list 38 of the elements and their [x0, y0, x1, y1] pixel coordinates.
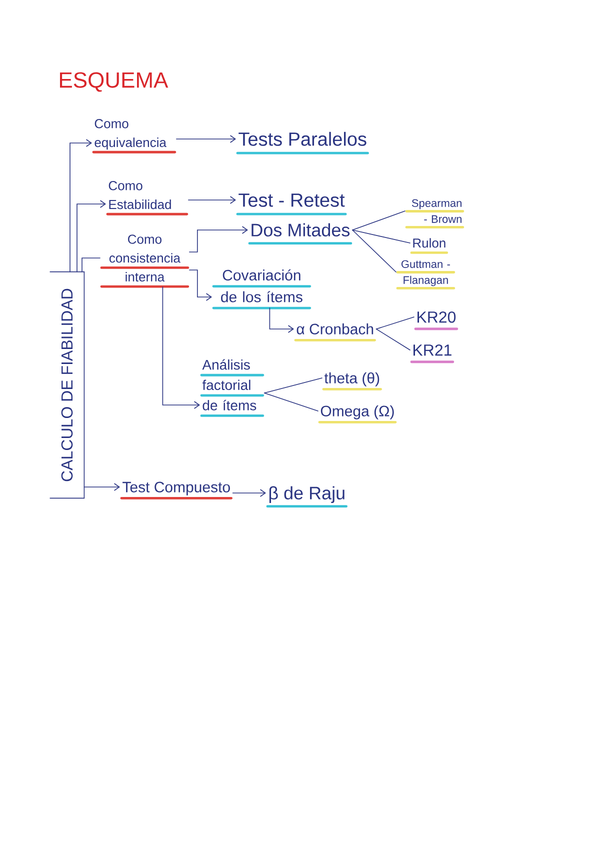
- arrow: [84, 483, 120, 491]
- highlighted-term: Análisis factorial de ítems: [200, 359, 264, 417]
- highlighted-term: Test - Retest: [236, 194, 347, 216]
- bracket-box: CALCULO DE FIABILIDAD: [49, 271, 85, 499]
- highlighted-term: Guttman - Flanagan: [396, 260, 456, 290]
- highlighted-term: Test Compuesto: [120, 482, 232, 500]
- highlighted-term: α Cronbach: [294, 323, 376, 342]
- connector-line: [264, 378, 322, 394]
- highlighted-term: Como equivalencia: [92, 119, 176, 154]
- arrow: [189, 226, 248, 252]
- highlighted-term: theta (θ): [322, 372, 382, 390]
- highlighted-term: Dos Mitades: [248, 223, 352, 245]
- connector-line: [352, 230, 410, 244]
- highlighted-term: KR21: [410, 344, 454, 364]
- connector-line: [376, 328, 410, 350]
- connector-line: [376, 316, 414, 330]
- arrow: [162, 286, 200, 409]
- arrow: [269, 308, 294, 333]
- highlighted-term: Omega (Ω): [318, 405, 397, 424]
- arrow: [189, 270, 212, 301]
- connector-line: [264, 392, 318, 412]
- highlighted-term: Rulon: [410, 238, 448, 254]
- highlighted-term: Covariación de los ítems: [212, 269, 312, 310]
- arrow: [70, 139, 92, 272]
- connector-line: [352, 230, 396, 272]
- highlighted-term: KR20: [414, 311, 458, 330]
- highlighted-term: Como consistencia interna: [100, 234, 190, 288]
- connector-line: [82, 258, 100, 272]
- arrow: [176, 135, 236, 143]
- connector-line: [352, 210, 406, 230]
- arrow: [76, 200, 106, 272]
- arrow: [232, 489, 266, 497]
- highlighted-term: Spearman - Brown: [405, 199, 464, 228]
- highlighted-term: β de Raju: [266, 486, 348, 508]
- highlighted-term: Como Estabilidad: [106, 181, 188, 216]
- highlighted-term: Tests Paralelos: [236, 132, 369, 154]
- title: ESQUEMA: [60, 72, 168, 92]
- arrow: [188, 196, 236, 204]
